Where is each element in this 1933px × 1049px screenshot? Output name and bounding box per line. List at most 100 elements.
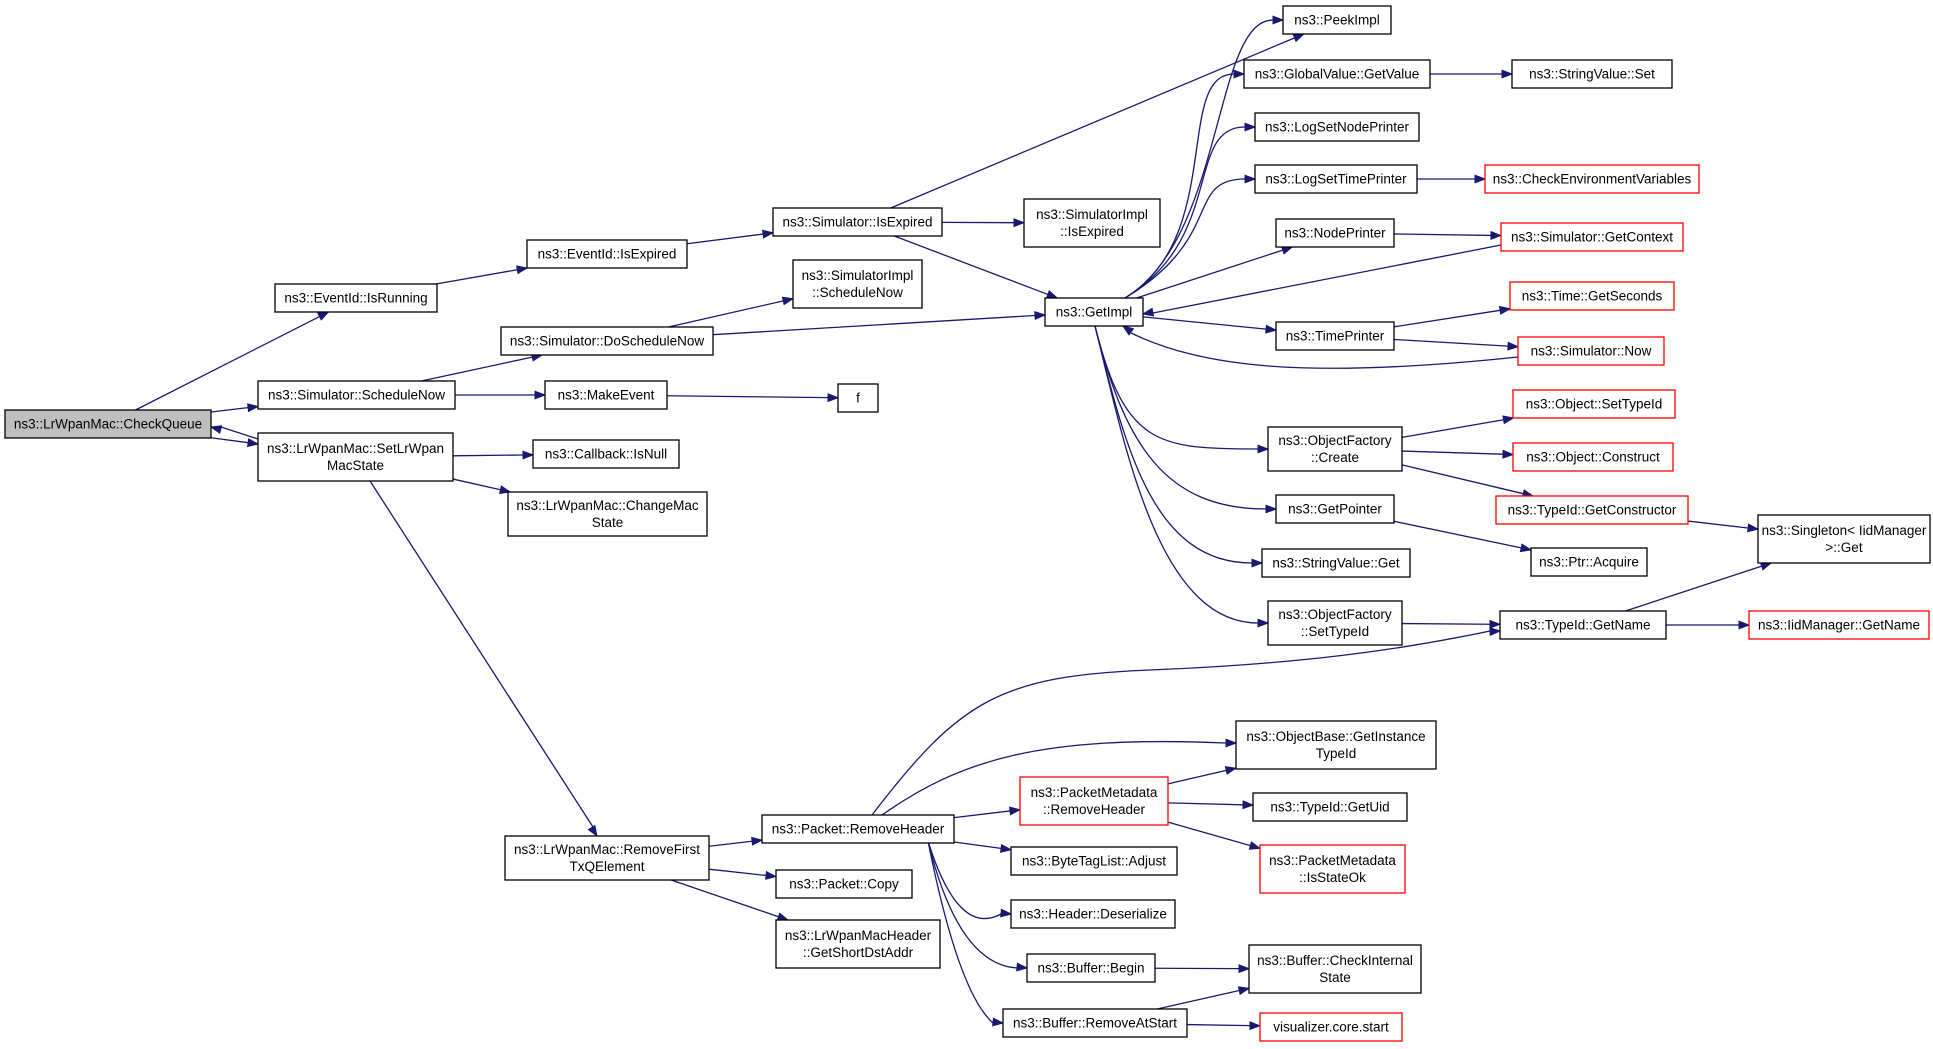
node-StringValueGet[interactable]: ns3::StringValue::Get <box>1261 548 1411 578</box>
node-CallbackIsNull[interactable]: ns3::Callback::IsNull <box>532 439 680 469</box>
arrowhead-icon <box>751 836 764 846</box>
node-ByteTagListAdjust[interactable]: ns3::ByteTagList::Adjust <box>1010 846 1178 876</box>
arrowhead-icon <box>516 265 529 275</box>
node-PeekImpl[interactable]: ns3::PeekImpl <box>1282 5 1392 35</box>
node-TypeIdGetConstructor[interactable]: ns3::TypeId::GetConstructor <box>1495 495 1689 525</box>
node-SimGetContext[interactable]: ns3::Simulator::GetContext <box>1500 222 1684 252</box>
arrowhead-icon <box>1502 449 1515 459</box>
node-box <box>1254 164 1418 194</box>
node-label: State <box>592 515 624 530</box>
node-LogSetNodePrinter[interactable]: ns3::LogSetNodePrinter <box>1254 112 1420 142</box>
arrowhead-icon <box>1747 523 1760 533</box>
node-label: ns3::Object::Construct <box>1526 450 1660 465</box>
node-box <box>1757 514 1931 564</box>
node-box <box>1261 548 1411 578</box>
edge-line <box>953 810 1011 819</box>
node-PtrAcquire[interactable]: ns3::Ptr::Acquire <box>1530 547 1648 577</box>
node-SimImplScheduleNow[interactable]: ns3::SimulatorImpl::ScheduleNow <box>792 259 923 309</box>
node-BufferRemoveAtStart[interactable]: ns3::Buffer::RemoveAtStart <box>1002 1008 1188 1038</box>
node-BufferBegin[interactable]: ns3::Buffer::Begin <box>1026 953 1156 983</box>
node-SingletonGet[interactable]: ns3::Singleton< IidManager>::Get <box>1757 514 1931 564</box>
node-StringValueSet[interactable]: ns3::StringValue::Set <box>1511 59 1673 89</box>
node-label: ns3::LrWpanMac::SetLrWpan <box>267 441 444 456</box>
node-TypeIdGetName[interactable]: ns3::TypeId::GetName <box>1499 610 1667 640</box>
arrowhead-icon <box>1242 800 1255 810</box>
node-box <box>544 380 668 410</box>
arrowhead-icon <box>1238 964 1251 974</box>
node-box <box>1235 720 1437 770</box>
node-PacketMetadataIsStateOk[interactable]: ns3::PacketMetadata::IsStateOk <box>1259 844 1406 894</box>
edge-line <box>435 269 518 285</box>
node-box <box>274 283 438 313</box>
node-ScheduleNow[interactable]: ns3::Simulator::ScheduleNow <box>257 380 456 410</box>
node-CheckEnvVars[interactable]: ns3::CheckEnvironmentVariables <box>1484 164 1700 194</box>
node-ObjectConstruct[interactable]: ns3::Object::Construct <box>1512 442 1674 472</box>
node-PacketRemoveHeader[interactable]: ns3::Packet::RemoveHeader <box>761 814 955 844</box>
arrowhead-icon <box>1045 290 1059 299</box>
edge-PacketMetadataRemoveHeader-to-ObjectBaseGetInstanceTypeId <box>1167 766 1238 785</box>
node-LogSetTimePrinter[interactable]: ns3::LogSetTimePrinter <box>1254 164 1418 194</box>
node-EventIdIsRunning[interactable]: ns3::EventId::IsRunning <box>274 283 438 313</box>
node-box <box>1275 494 1395 524</box>
arrowhead-icon <box>246 438 260 448</box>
node-HeaderDeserialize[interactable]: ns3::Header::Deserialize <box>1010 899 1176 929</box>
node-DoScheduleNow[interactable]: ns3::Simulator::DoScheduleNow <box>500 326 714 356</box>
edge-TypeIdGetName-to-IidManagerGetName <box>1666 620 1751 630</box>
node-SimIsExpired[interactable]: ns3::Simulator::IsExpired <box>772 207 943 237</box>
node-MakeEvent[interactable]: ns3::MakeEvent <box>544 380 668 410</box>
node-label: ns3::Packet::RemoveHeader <box>772 822 945 837</box>
node-GetShortDstAddr[interactable]: ns3::LrWpanMacHeader::GetShortDstAddr <box>775 919 941 969</box>
edge-line <box>1393 338 1509 347</box>
node-box <box>1023 198 1161 248</box>
node-TimePrinter[interactable]: ns3::TimePrinter <box>1275 321 1395 351</box>
node-f[interactable]: f <box>837 383 879 413</box>
arrowhead-icon <box>534 390 547 400</box>
node-box <box>4 409 212 439</box>
node-ObjectSetTypeId[interactable]: ns3::Object::SetTypeId <box>1512 389 1676 419</box>
node-NodePrinter[interactable]: ns3::NodePrinter <box>1275 218 1395 248</box>
node-box <box>792 259 923 309</box>
arrowhead-icon <box>317 311 330 321</box>
arrowhead-icon <box>1141 307 1155 317</box>
edge-TimePrinter-to-SimNow <box>1393 338 1520 351</box>
arrowhead-icon <box>522 450 535 460</box>
node-label: ::GetShortDstAddr <box>803 945 914 960</box>
node-label: ns3::ObjectFactory <box>1278 607 1392 622</box>
arrowhead-icon <box>1009 806 1022 816</box>
node-GetPointer[interactable]: ns3::GetPointer <box>1275 494 1395 524</box>
node-SimImplIsExpired[interactable]: ns3::SimulatorImpl::IsExpired <box>1023 198 1161 248</box>
node-GetImpl[interactable]: ns3::GetImpl <box>1044 297 1144 327</box>
node-TypeIdGetUid[interactable]: ns3::TypeId::GetUid <box>1252 792 1408 822</box>
node-ObjectFactorySetTypeId[interactable]: ns3::ObjectFactory::SetTypeId <box>1267 600 1403 646</box>
edge-PacketRemoveHeader-to-BufferBegin <box>927 840 1029 972</box>
node-label: ns3::Simulator::Now <box>1531 344 1652 359</box>
node-CheckQueue[interactable]: ns3::LrWpanMac::CheckQueue <box>4 409 212 439</box>
node-ObjectFactoryCreate[interactable]: ns3::ObjectFactory::Create <box>1267 426 1403 472</box>
node-PacketCopy[interactable]: ns3::Packet::Copy <box>775 869 913 899</box>
edge-line <box>452 478 501 491</box>
node-label: ns3::SimulatorImpl <box>1036 207 1148 222</box>
node-SimNow[interactable]: ns3::Simulator::Now <box>1517 336 1665 366</box>
node-label: ns3::PacketMetadata <box>1031 785 1158 800</box>
node-PacketMetadataRemoveHeader[interactable]: ns3::PacketMetadata::RemoveHeader <box>1019 776 1169 826</box>
edge-GetImpl-to-LogSetTimePrinter <box>1124 174 1257 299</box>
node-label: ns3::TypeId::GetConstructor <box>1508 503 1677 518</box>
node-VisualizerCoreStart[interactable]: visualizer.core.start <box>1259 1012 1403 1042</box>
edge-line <box>1401 419 1504 438</box>
node-GlobalValueGetValue[interactable]: ns3::GlobalValue::GetValue <box>1243 59 1431 89</box>
arrowhead-icon <box>776 912 790 921</box>
arrowhead-icon <box>1738 620 1751 630</box>
node-box <box>1010 899 1176 929</box>
node-TimeGetSeconds[interactable]: ns3::Time::GetSeconds <box>1509 281 1675 311</box>
edge-LogSetTimePrinter-to-CheckEnvVars <box>1417 174 1487 184</box>
node-EventIdIsExpired[interactable]: ns3::EventId::IsExpired <box>526 239 688 269</box>
edge-line <box>1687 520 1749 529</box>
node-IidManagerGetName[interactable]: ns3::IidManager::GetName <box>1748 610 1930 640</box>
edge-line <box>871 630 1491 816</box>
node-label: ns3::StringValue::Set <box>1529 67 1655 82</box>
